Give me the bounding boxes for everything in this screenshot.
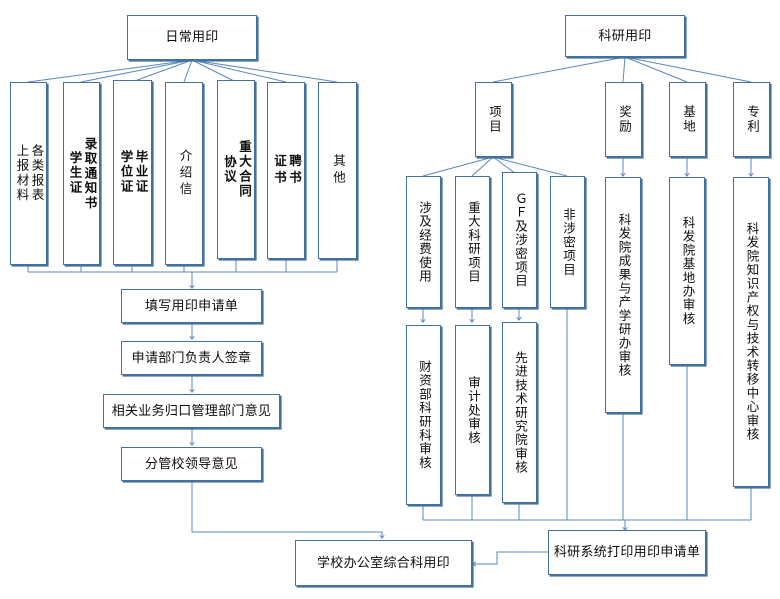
review-audit-label: 审计处审核 (466, 375, 480, 445)
root-daily-seal-label: 日常用印 (165, 29, 219, 45)
review-achievement-office[interactable]: 科发院成果与产学研办审核 (605, 177, 641, 413)
category-diploma-label: 毕业证 学位证 (118, 150, 148, 195)
category-contract-label: 重大合同 协议 (222, 140, 251, 199)
subcategory-funds-used[interactable]: 涉及经费使用 (406, 176, 441, 308)
step-fill-form-label: 填写用印申请单 (144, 297, 239, 313)
step-business-dept-view[interactable]: 相关业务归口管理部门意见 (103, 394, 280, 428)
root-research-seal[interactable]: 科研用印 (565, 15, 685, 57)
subcategory-major-project-label: 重大科研项目 (466, 200, 480, 284)
step-vice-principal-label: 分管校领导意见 (144, 455, 239, 471)
category-award-label: 奖励 (617, 104, 631, 135)
category-other-label: 其他 (331, 154, 345, 187)
category-contract[interactable]: 重大合同 协议 (217, 80, 255, 259)
step-dept-head-sign[interactable]: 申请部门负责人签章 (121, 341, 262, 375)
review-base-office[interactable]: 科发院基地办审核 (669, 177, 705, 365)
review-finance[interactable]: 财资部科研科审核 (406, 325, 441, 505)
review-finance-label: 财资部科研科审核 (417, 360, 431, 470)
category-patent-label: 专利 (745, 104, 759, 135)
review-achievement-office-label: 科发院成果与产学研办审核 (616, 212, 631, 378)
category-appointment-label: 聘书 证书 (272, 154, 301, 187)
subcategory-gf-classified[interactable]: ＧＦ及涉密项目 (502, 172, 537, 308)
review-audit[interactable]: 审计处审核 (455, 325, 490, 495)
category-base[interactable]: 基地 (669, 82, 706, 157)
category-base-label: 基地 (681, 104, 695, 135)
category-reports[interactable]: 各类报表 上报材料 (10, 82, 47, 265)
category-admission-label: 录取通知书 学生证 (67, 136, 97, 211)
review-base-office-label: 科发院基地办审核 (680, 216, 695, 326)
category-admission[interactable]: 录取通知书 学生证 (63, 82, 100, 265)
root-daily-seal[interactable]: 日常用印 (127, 15, 257, 60)
category-reports-label: 各类报表 上报材料 (14, 144, 44, 203)
step-business-dept-view-label: 相关业务归口管理部门意见 (111, 402, 272, 418)
category-award[interactable]: 奖励 (605, 82, 642, 157)
output-research-print[interactable]: 科研系统打印用印申请单 (548, 530, 706, 575)
review-ip-transfer[interactable]: 科发院知识产权与技术转移中心审核 (733, 177, 769, 487)
output-office-seal[interactable]: 学校办公室综合科用印 (295, 540, 472, 586)
category-introduction-label: 介绍信 (177, 148, 192, 199)
subcategory-funds-used-label: 涉及经费使用 (417, 200, 431, 284)
review-ip-transfer-label: 科发院知识产权与技术转移中心审核 (744, 222, 759, 442)
output-office-seal-label: 学校办公室综合科用印 (316, 554, 450, 570)
category-introduction[interactable]: 介绍信 (165, 82, 203, 265)
subcategory-non-classified-label: 非涉密项目 (561, 207, 575, 277)
category-diploma[interactable]: 毕业证 学位证 (113, 80, 152, 265)
category-other[interactable]: 其他 (318, 82, 357, 259)
subcategory-non-classified[interactable]: 非涉密项目 (550, 176, 585, 308)
review-advanced-tech[interactable]: 先进技术研究院审核 (502, 322, 537, 503)
root-research-seal-label: 科研用印 (598, 27, 652, 43)
step-dept-head-sign-label: 申请部门负责人签章 (131, 349, 252, 365)
step-fill-form[interactable]: 填写用印申请单 (121, 289, 262, 323)
subcategory-gf-classified-label: ＧＦ及涉密项目 (513, 192, 527, 288)
output-research-print-label: 科研系统打印用印申请单 (553, 544, 701, 560)
category-patent[interactable]: 专利 (733, 82, 770, 157)
review-advanced-tech-label: 先进技术研究院审核 (513, 350, 527, 475)
subcategory-major-project[interactable]: 重大科研项目 (455, 176, 490, 308)
category-project-label: 项目 (487, 104, 501, 135)
step-vice-principal[interactable]: 分管校领导意见 (121, 447, 262, 481)
category-appointment[interactable]: 聘书 证书 (267, 82, 305, 259)
category-project[interactable]: 项目 (475, 82, 512, 157)
